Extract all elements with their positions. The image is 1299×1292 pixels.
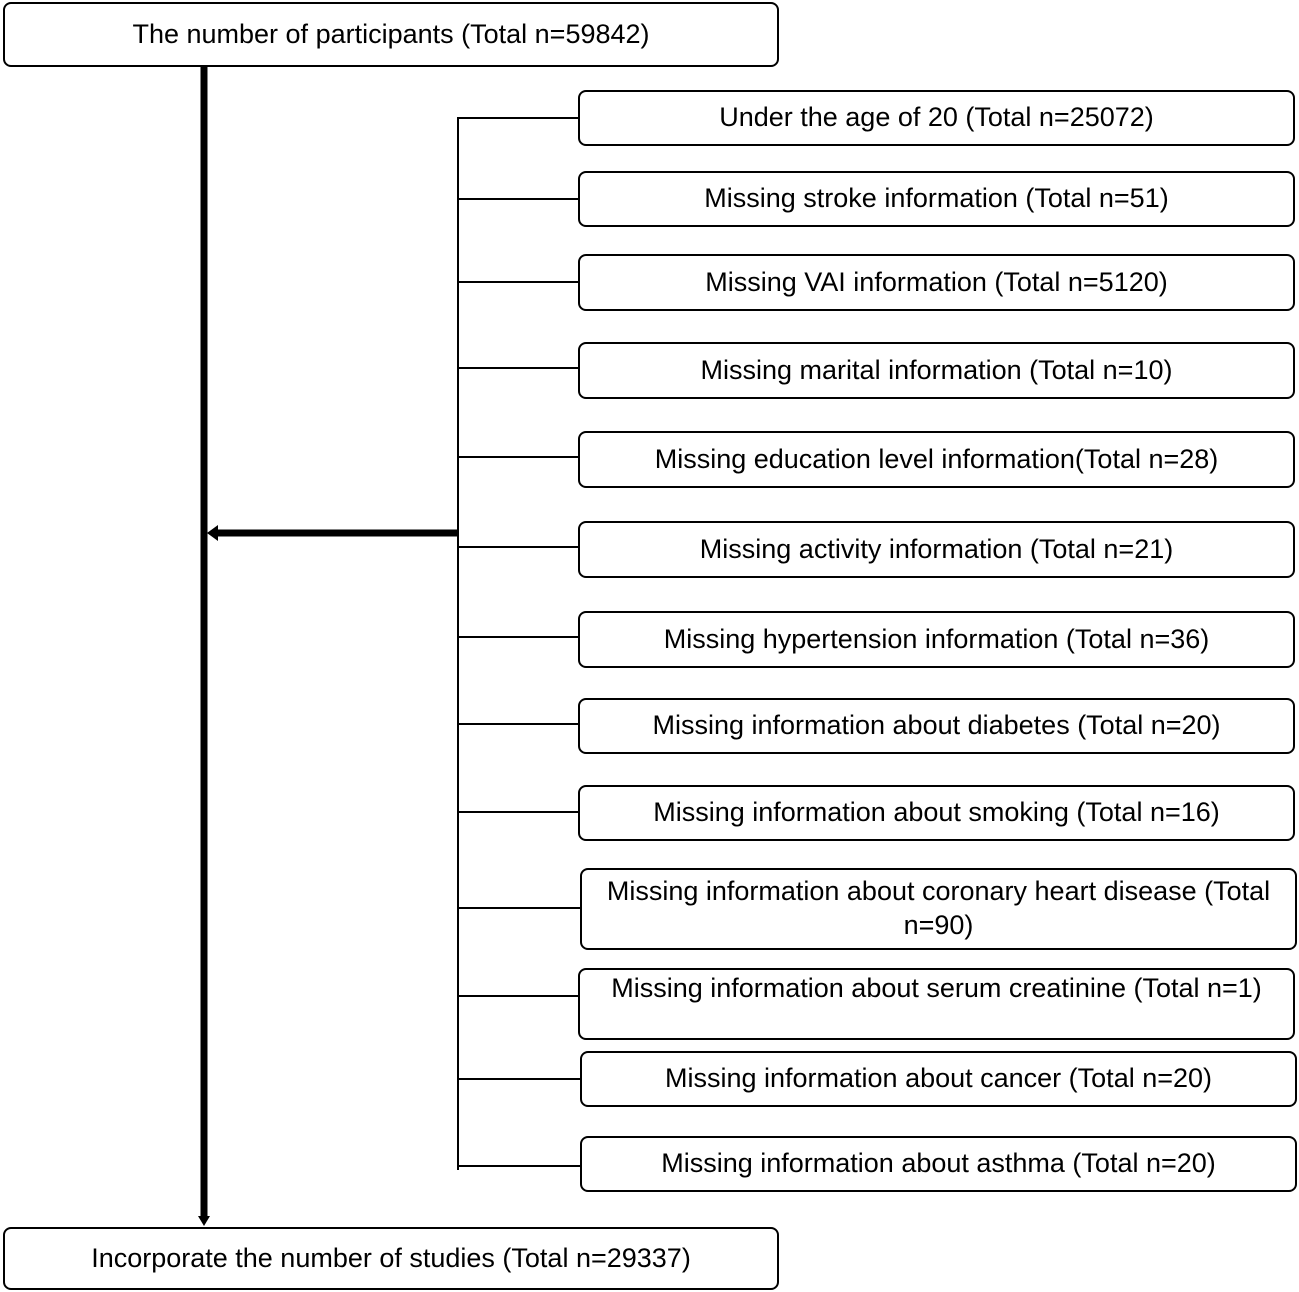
exclusion-label: Missing information about smoking (Total… [653,797,1220,828]
exclusion-arrowhead [207,525,218,541]
included-studies-label: Incorporate the number of studies (Total… [91,1242,691,1273]
exclusion-label: Missing information about diabetes (Tota… [652,710,1221,741]
exclusion-label: Missing hypertension information (Total … [663,623,1210,654]
exclusion-label: Missing marital information (Total n=10) [700,354,1173,385]
participants-box: The number of participants (Total n=5984… [3,2,779,67]
exclusion-box-creatinine: Missing information about serum creatini… [578,968,1295,1040]
exclusion-box-vai: Missing VAI information (Total n=5120) [578,254,1295,311]
exclusion-box-hypertension: Missing hypertension information (Total … [578,611,1295,668]
exclusion-box-cancer: Missing information about cancer (Total … [580,1051,1297,1107]
exclusion-label: Under the age of 20 (Total n=25072) [719,102,1154,133]
exclusion-label: Missing activity information (Total n=21… [699,533,1174,564]
exclusion-box-smoking: Missing information about smoking (Total… [578,785,1295,841]
exclusion-box-stroke: Missing stroke information (Total n=51) [578,171,1295,227]
exclusion-label: Missing education level information(Tota… [654,443,1219,474]
exclusion-box-coronary: Missing information about coronary heart… [580,868,1297,950]
exclusion-box-asthma: Missing information about asthma (Total … [580,1136,1297,1192]
exclusion-label: Missing information about asthma (Total … [661,1148,1216,1179]
included-studies-box: Incorporate the number of studies (Total… [3,1227,779,1290]
exclusion-box-age: Under the age of 20 (Total n=25072) [578,90,1295,146]
main-flow-arrowhead [198,1216,210,1226]
exclusion-box-diabetes: Missing information about diabetes (Tota… [578,698,1295,754]
exclusion-label: Missing information about coronary heart… [606,876,1271,940]
participants-label: The number of participants (Total n=5984… [132,18,650,49]
exclusion-label: Missing VAI information (Total n=5120) [705,266,1168,297]
exclusion-label: Missing information about serum creatini… [611,973,1262,1003]
exclusion-label: Missing stroke information (Total n=51) [704,183,1169,214]
exclusion-box-activity: Missing activity information (Total n=21… [578,521,1295,578]
exclusion-box-education: Missing education level information(Tota… [578,431,1295,488]
exclusion-box-marital: Missing marital information (Total n=10) [578,342,1295,399]
exclusion-label: Missing information about cancer (Total … [664,1063,1213,1094]
